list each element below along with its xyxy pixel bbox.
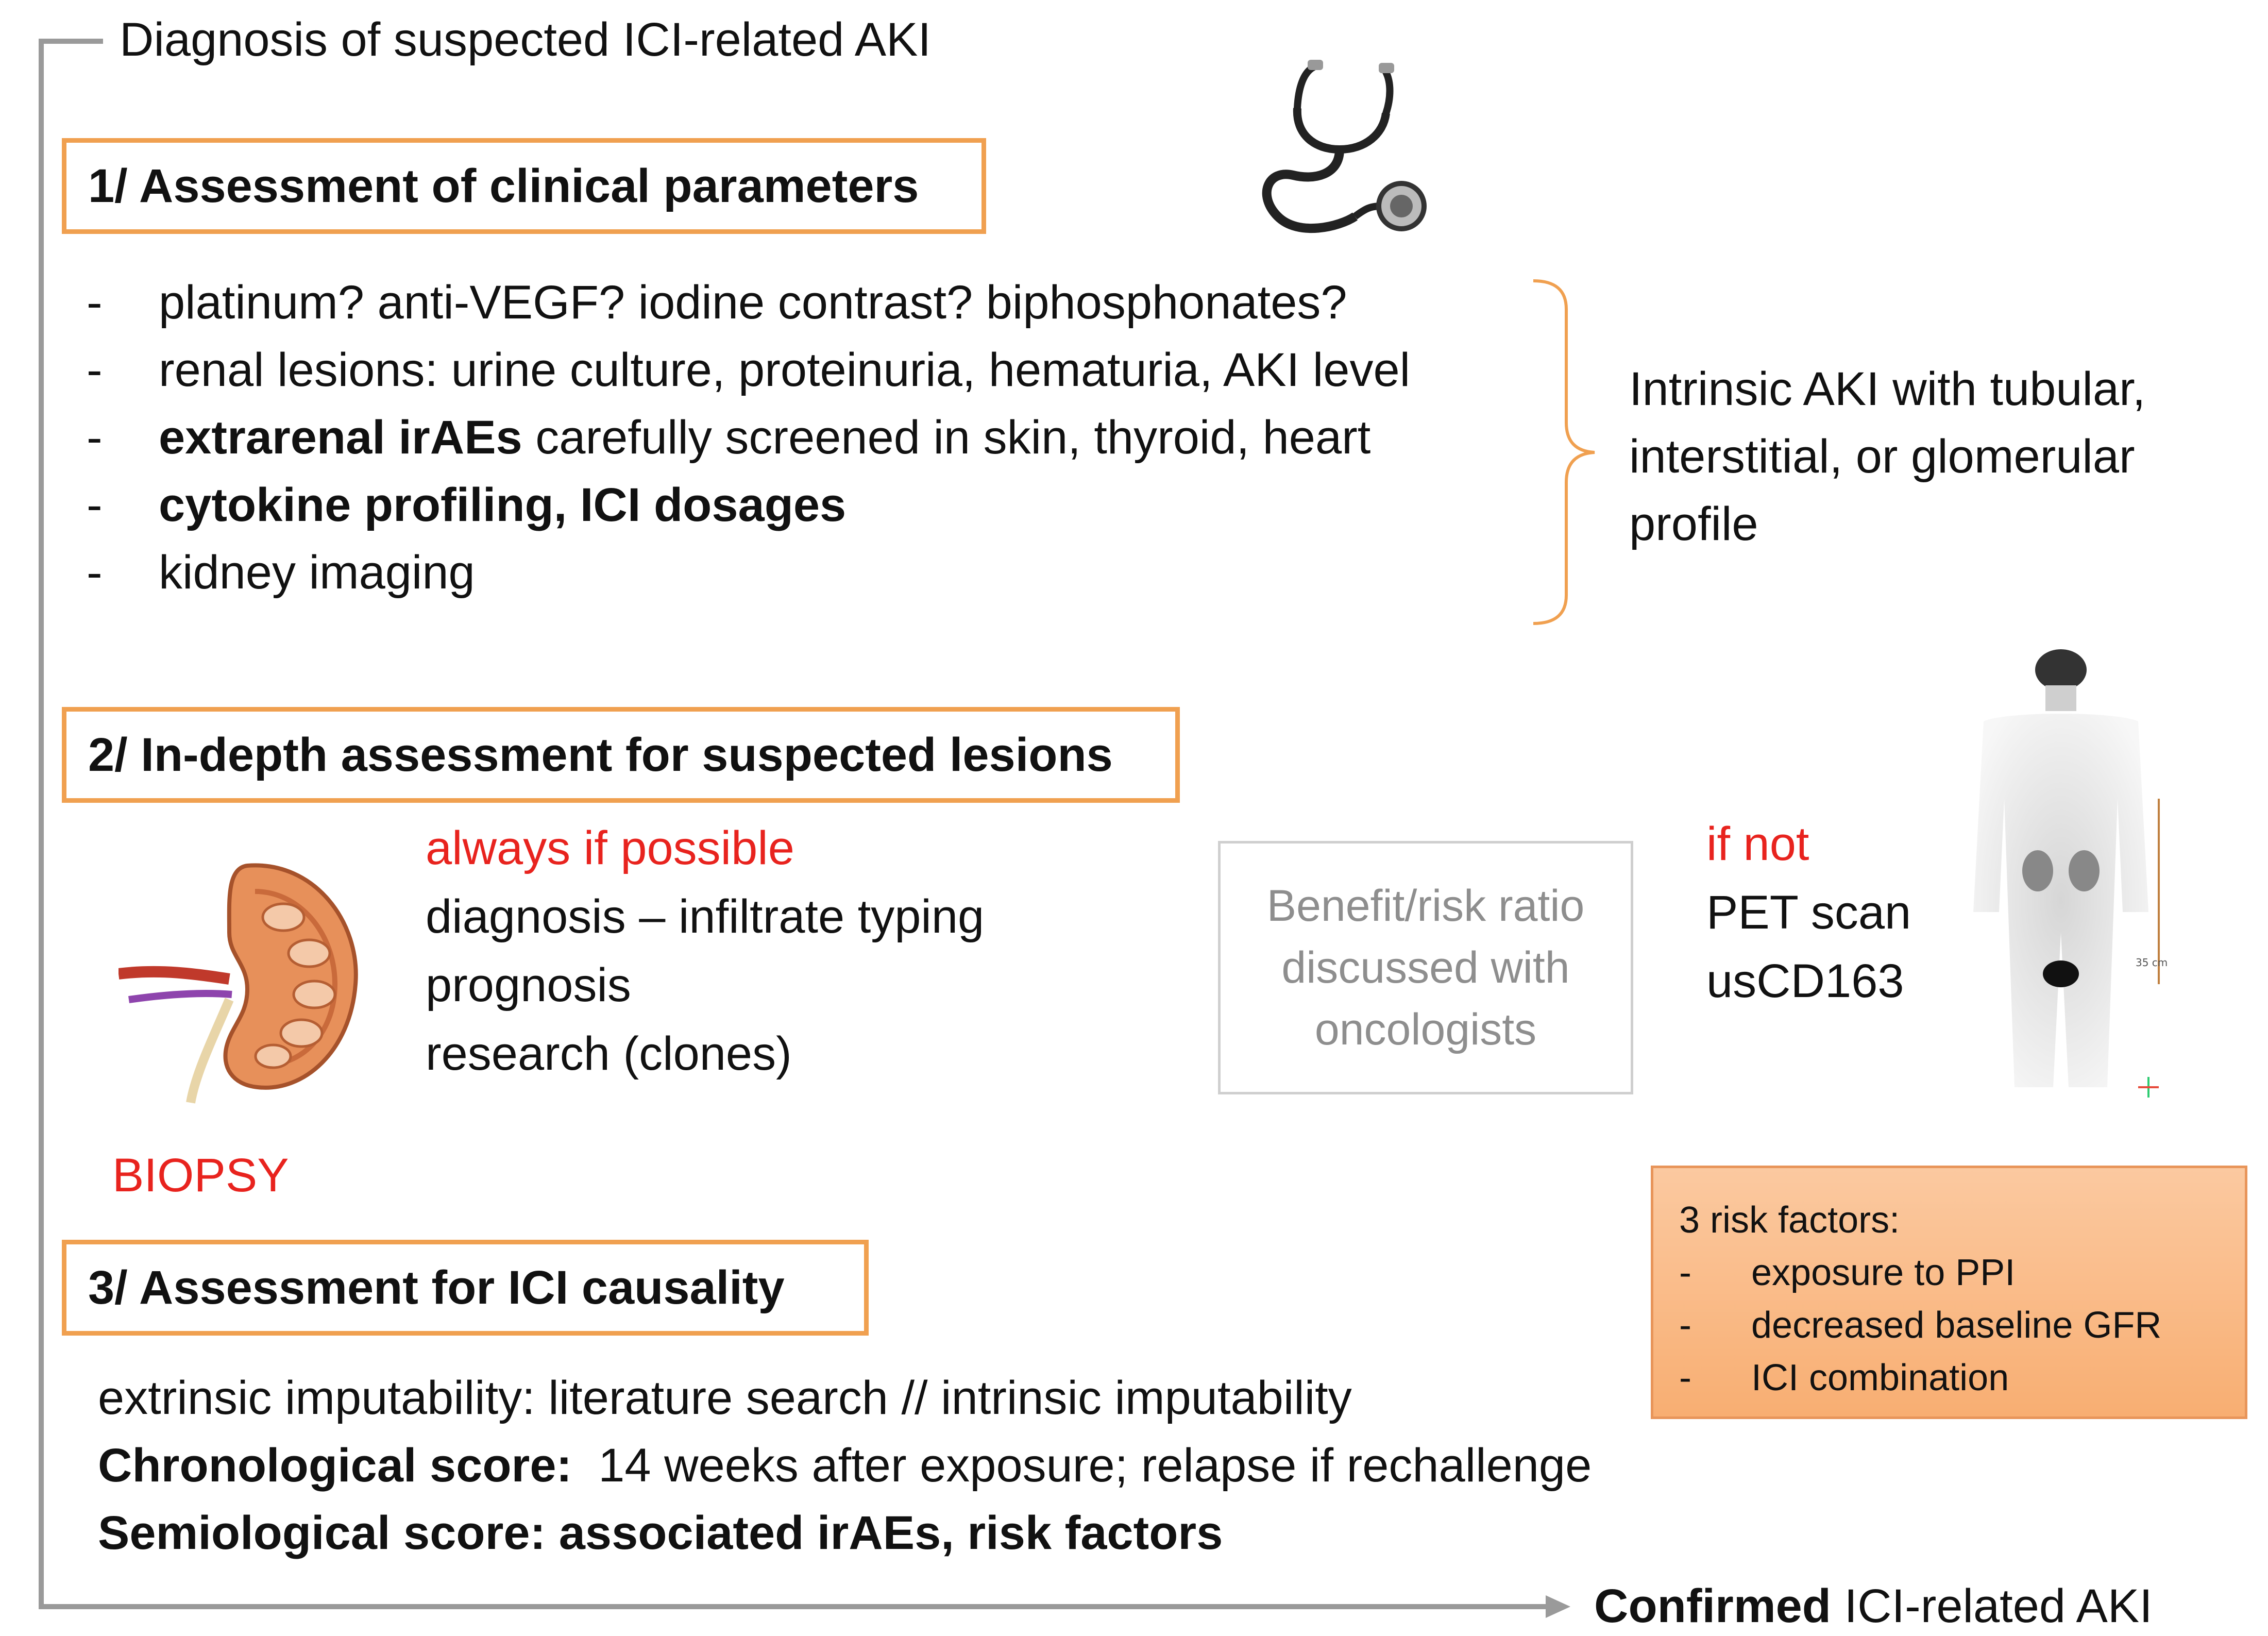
risk-factors-title: 3 risk factors: — [1679, 1200, 1900, 1241]
if-not-text: if not PET scan usCD163 — [1706, 810, 1911, 1016]
list-item: -platinum? anti-VEGF? iodine contrast? b… — [87, 276, 1347, 329]
step3-line2: Chronological score: 14 weeks after expo… — [98, 1439, 1592, 1492]
step1-conclusion: Intrinsic AKI with tubular, interstitial… — [1629, 363, 2146, 550]
step1-box: 1/ Assessment of clinical parameters — [62, 138, 986, 234]
list-item: -cytokine profiling, ICI dosages — [87, 479, 847, 531]
step2-heading: 2/ In-depth assessment for suspected les… — [88, 728, 1113, 781]
step3-line3: Semiological score: associated irAEs, ri… — [98, 1507, 1223, 1559]
list-item: -renal lesions: urine culture, proteinur… — [87, 344, 1411, 396]
biopsy-text: always if possible diagnosis – infiltrat… — [426, 814, 984, 1088]
step1-list: -platinum? anti-VEGF? iodine contrast? b… — [87, 269, 1410, 606]
step1-heading: 1/ Assessment of clinical parameters — [88, 159, 919, 212]
always-label: always if possible — [426, 822, 794, 874]
list-item: -decreased baseline GFR — [1679, 1305, 2162, 1346]
if-not-label: if not — [1706, 818, 1809, 870]
flow-line — [39, 39, 1546, 1609]
step3-heading: 3/ Assessment for ICI causality — [88, 1261, 785, 1314]
step3-text: extrinsic imputability: literature searc… — [98, 1364, 1592, 1567]
arrow-head — [1546, 1595, 1570, 1618]
list-item: -extrarenal irAEs carefully screened in … — [87, 411, 1371, 464]
pet-scale-label: 35 cm — [2136, 956, 2168, 969]
biopsy-label: BIOPSY — [112, 1149, 289, 1202]
diagram-title: Diagnosis of suspected ICI-related AKI — [120, 13, 932, 66]
crosshair-icon — [2138, 1077, 2159, 1098]
risk-factors-box: 3 risk factors: -exposure to PPI -decrea… — [1651, 1166, 2247, 1419]
list-item: -kidney imaging — [87, 546, 475, 599]
final-conclusion: Confirmed ICI-related AKI — [1594, 1580, 2153, 1632]
list-item: -exposure to PPI — [1679, 1252, 2016, 1293]
pet-scan-image: 35 cm — [1973, 649, 2168, 1098]
risk-factors-list: -exposure to PPI -decreased baseline GFR… — [1679, 1246, 2245, 1404]
list-item: -ICI combination — [1679, 1357, 2009, 1398]
step3-box: 3/ Assessment for ICI causality — [62, 1240, 869, 1336]
step3-line1: extrinsic imputability: literature searc… — [98, 1372, 1352, 1424]
bracket — [1533, 279, 1595, 625]
benefit-risk-box: Benefit/risk ratio discussed with oncolo… — [1218, 841, 1633, 1094]
stethoscope-icon — [1262, 60, 1427, 233]
step2-box: 2/ In-depth assessment for suspected les… — [62, 707, 1180, 803]
kidney-icon — [119, 863, 358, 1104]
